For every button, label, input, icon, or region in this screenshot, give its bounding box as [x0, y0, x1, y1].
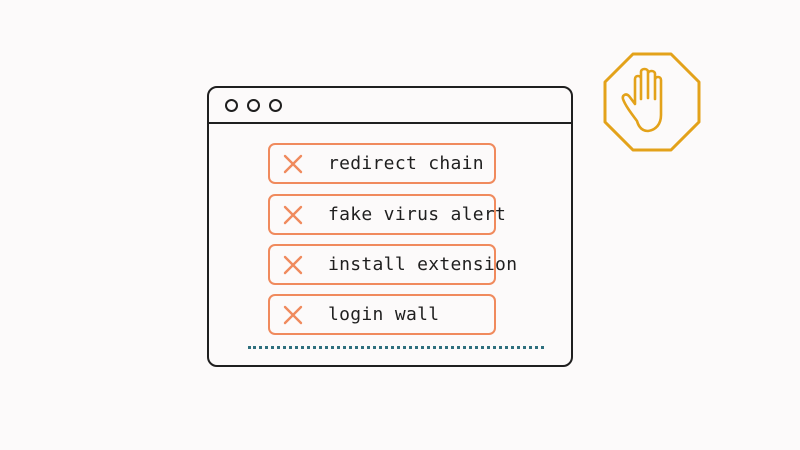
list-item-label: login wall: [328, 304, 440, 325]
x-icon: [283, 205, 303, 225]
x-icon: [283, 305, 303, 325]
browser-window: redirect chain fake virus alert install …: [207, 86, 573, 367]
window-control-circle-icon[interactable]: [269, 99, 282, 112]
dotted-divider: [248, 346, 544, 349]
window-control-circle-icon[interactable]: [247, 99, 260, 112]
list-item-fake-virus-alert: fake virus alert: [268, 194, 506, 235]
x-icon: [283, 154, 303, 174]
list-item-label: redirect chain: [328, 153, 484, 174]
list-item-login-wall: login wall: [268, 294, 496, 335]
list-item-label: fake virus alert: [328, 204, 507, 225]
list-item-redirect-chain: redirect chain: [268, 143, 496, 184]
list-item-label: install extension: [328, 254, 518, 275]
window-titlebar: [209, 88, 571, 124]
x-icon: [283, 255, 303, 275]
list-item-install-extension: install extension: [268, 244, 517, 285]
stop-hand-icon: [603, 52, 701, 152]
window-control-circle-icon[interactable]: [225, 99, 238, 112]
